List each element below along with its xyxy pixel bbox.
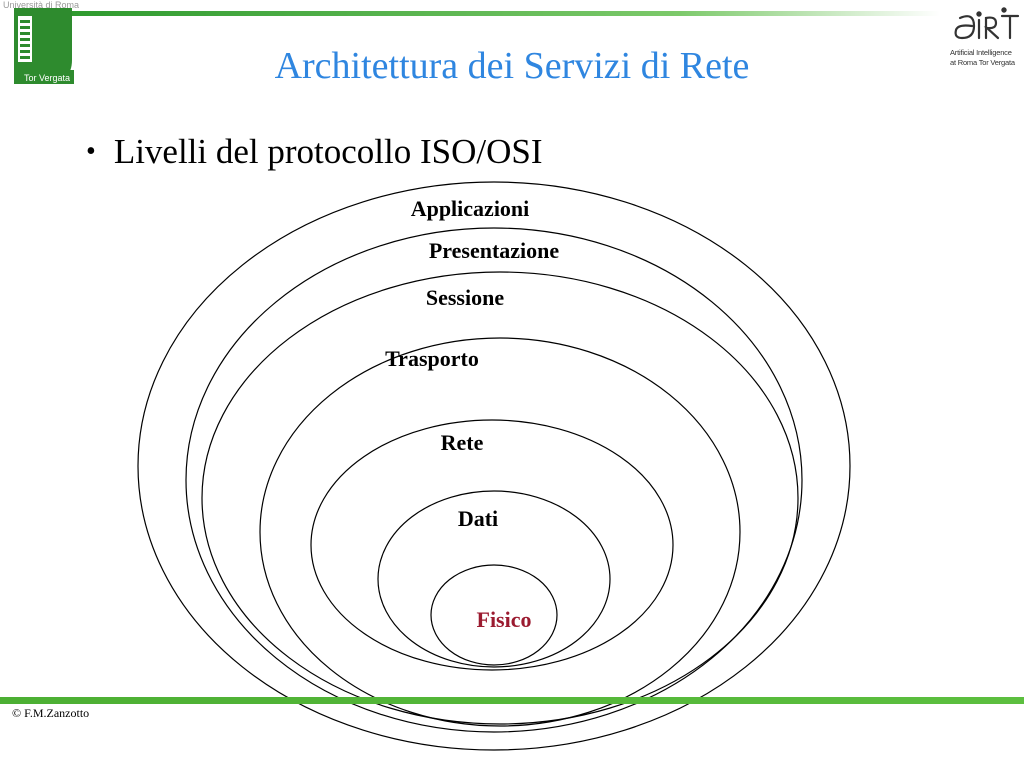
layer-label-fisico: Fisico [477, 607, 532, 632]
layer-label-dati: Dati [458, 506, 498, 531]
bullet-dot: • [86, 136, 96, 167]
layer-label-applicazioni: Applicazioni [411, 196, 530, 221]
layer-ring-fisico [430, 564, 558, 666]
art-logo-icon [954, 7, 1020, 40]
layer-ring-presentazione [185, 227, 803, 733]
layer-label-rete: Rete [441, 430, 484, 455]
layer-ring-dati [377, 490, 611, 668]
page-title: Architettura dei Servizi di Rete [274, 45, 750, 87]
university-subname: Tor Vergata [24, 73, 71, 83]
layer-label-trasporto: Trasporto [385, 346, 479, 371]
layer-ring-applicazioni [137, 181, 851, 751]
university-logo-icon [14, 0, 74, 84]
layer-ring-rete [310, 419, 674, 671]
footer-rule [0, 697, 1024, 704]
layer-label-sessione: Sessione [426, 285, 504, 310]
university-logo: Università di Roma Tor Vergata [0, 0, 80, 88]
bullet-item: • Livelli del protocollo ISO/OSI [86, 132, 543, 172]
ai-lab-logo: Artificial Intelligence at Roma Tor Verg… [946, 6, 1022, 72]
header-rule [70, 11, 940, 16]
bullet-text: Livelli del protocollo ISO/OSI [113, 132, 543, 171]
layer-label-presentazione: Presentazione [429, 238, 560, 263]
university-name: Università di Roma [3, 0, 80, 10]
layer-ring-trasporto [259, 337, 741, 727]
ai-lab-line2: at Roma Tor Vergata [950, 58, 1015, 67]
layer-ring-sessione [201, 271, 799, 725]
ai-lab-line1: Artificial Intelligence [950, 48, 1012, 57]
copyright: © F.M.Zanzotto [12, 706, 90, 720]
